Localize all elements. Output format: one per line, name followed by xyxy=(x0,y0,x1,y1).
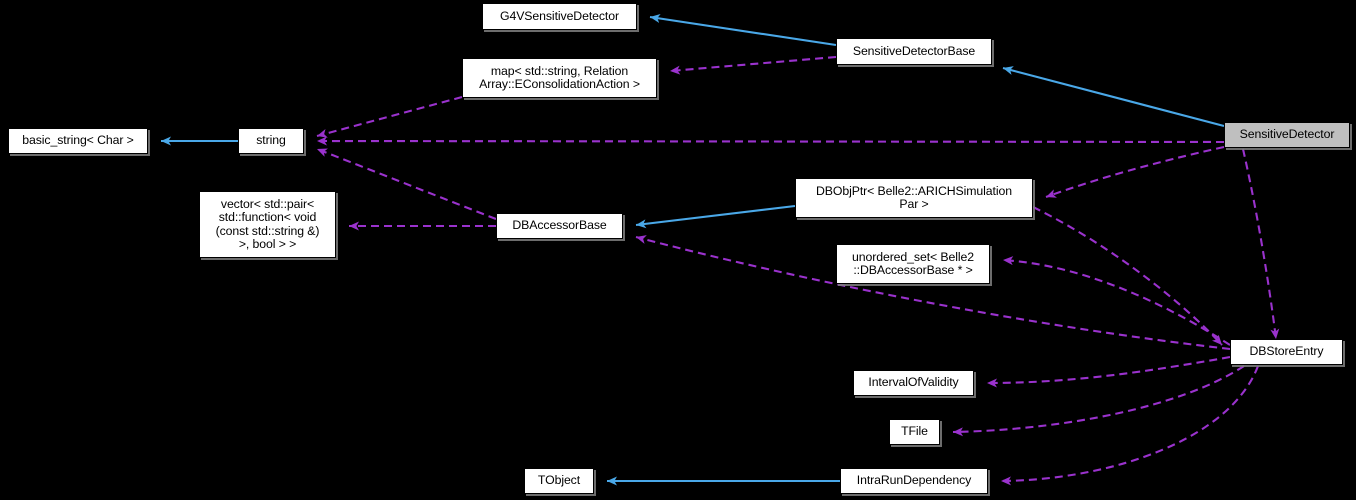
edge-dbstoreentry-to-tfile xyxy=(952,365,1245,437)
node-intrarundependency[interactable]: IntraRunDependency xyxy=(840,468,988,494)
node-label: IntraRunDependency xyxy=(856,473,972,488)
node-sensitivedetector[interactable]: SensitiveDetector xyxy=(1224,122,1350,148)
node-label: string xyxy=(256,133,286,148)
edge-dbobjptr-to-dbstoreentry xyxy=(1032,206,1223,346)
inheritance-edges xyxy=(161,14,1225,486)
node-label: DBObjPtr< Belle2::ARICHSimulation Par > xyxy=(816,183,1012,211)
edge-sensitivedetectorbase-to-map xyxy=(669,55,837,75)
node-dbstoreentry[interactable]: DBStoreEntry xyxy=(1230,339,1343,365)
edge-dbaccessorbase-to-string xyxy=(316,148,497,220)
node-g4vsensitivedetector[interactable]: G4VSensitiveDetector xyxy=(482,3,637,30)
node-dbaccessorbase[interactable]: DBAccessorBase xyxy=(496,213,623,239)
node-tobject[interactable]: TObject xyxy=(524,468,594,494)
node-intervalofvalidity[interactable]: IntervalOfValidity xyxy=(853,370,974,396)
node-label: DBStoreEntry xyxy=(1249,344,1324,359)
edge-sensitivedetector-to-dbobjptr xyxy=(1045,145,1225,198)
edge-dbstoreentry-to-intrarundependency xyxy=(1000,365,1259,486)
node-label: unordered_set< Belle2 ::DBAccessorBase *… xyxy=(852,249,974,277)
edge-dbstoreentry-to-intervalofvalidity xyxy=(986,355,1231,388)
node-label: vector< std::pair< std::function< void (… xyxy=(215,196,320,251)
edge-sensitivedetectorbase-to-g4vsensitivedetector xyxy=(649,14,837,47)
edge-dbobjptr-to-dbaccessorbase xyxy=(635,204,796,229)
node-map-relation-econsolidationaction[interactable]: map< std::string, Relation Array::EConso… xyxy=(462,58,657,98)
edge-map-to-string xyxy=(316,95,463,138)
node-label: IntervalOfValidity xyxy=(868,375,959,390)
node-label: SensitiveDetectorBase xyxy=(852,43,976,58)
edge-sensitivedetector-to-sensitivedetectorbase xyxy=(1002,66,1225,128)
node-label: TObject xyxy=(537,473,581,488)
node-vector-pair-function[interactable]: vector< std::pair< std::function< void (… xyxy=(199,191,336,258)
edge-dbstoreentry-to-dbaccessorbase xyxy=(635,235,1231,351)
node-unordered-set-dbaccessorbase[interactable]: unordered_set< Belle2 ::DBAccessorBase *… xyxy=(836,244,990,284)
node-label: DBAccessorBase xyxy=(512,218,607,233)
node-label: basic_string< Char > xyxy=(22,133,134,148)
edge-dbstoreentry-to-unorderedset xyxy=(1002,256,1231,346)
node-label: map< std::string, Relation Array::EConso… xyxy=(479,63,640,91)
node-string[interactable]: string xyxy=(238,128,304,154)
edge-sensitivedetector-to-string xyxy=(316,136,1225,146)
node-dbobjptr-arichsimulationpar[interactable]: DBObjPtr< Belle2::ARICHSimulation Par > xyxy=(795,178,1033,218)
usage-edges xyxy=(316,55,1280,486)
node-tfile[interactable]: TFile xyxy=(889,419,940,445)
node-label: TFile xyxy=(901,424,928,439)
edge-sensitivedetector-to-dbstoreentry xyxy=(1241,148,1280,340)
node-label: SensitiveDetector xyxy=(1239,127,1335,142)
node-basic-string-char[interactable]: basic_string< Char > xyxy=(8,128,148,154)
node-label: G4VSensitiveDetector xyxy=(500,8,619,23)
node-sensitivedetectorbase[interactable]: SensitiveDetectorBase xyxy=(836,38,992,65)
